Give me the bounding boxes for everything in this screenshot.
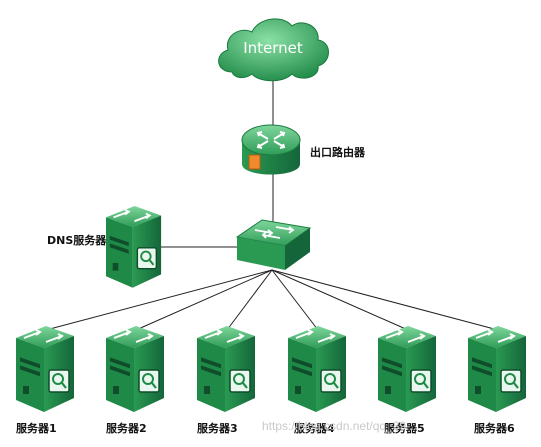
watermark: https://blog.csdn.net/qq_39... [262,419,417,433]
router-label: 出口路由器 [310,146,365,159]
server-icon [195,324,257,414]
link-switch-server-5 [271,269,409,331]
server-label-3: 服务器3 [197,422,238,435]
connection-lines [45,80,499,331]
dns-server-label: DNS服务器 [47,234,107,247]
server-icon [466,324,528,414]
server-label-4: 服务器4 [294,422,335,435]
internet-cloud: Internet [218,18,329,82]
internet-label: Internet [243,39,303,57]
link-switch-server-1 [45,269,273,331]
link-switch-server-4 [271,269,319,331]
link-switch-server-6 [271,269,499,331]
link-switch-server-2 [135,269,273,331]
core-switch [235,219,312,270]
server-label-1: 服务器1 [16,422,57,435]
cloud-icon [218,18,329,82]
server-icon [104,204,163,289]
server-label-6: 服务器6 [474,422,515,435]
server-label-5: 服务器5 [384,422,425,435]
server-icon [14,324,76,414]
server-label-2: 服务器2 [106,422,147,435]
server-icon [286,324,348,414]
link-switch-server-3 [226,269,273,331]
server-icon [104,324,166,414]
switch-icon [235,219,312,270]
server-icon [376,324,438,414]
dns-server [104,204,163,289]
server-row [14,324,528,414]
router [241,124,301,175]
router-icon [241,124,301,175]
